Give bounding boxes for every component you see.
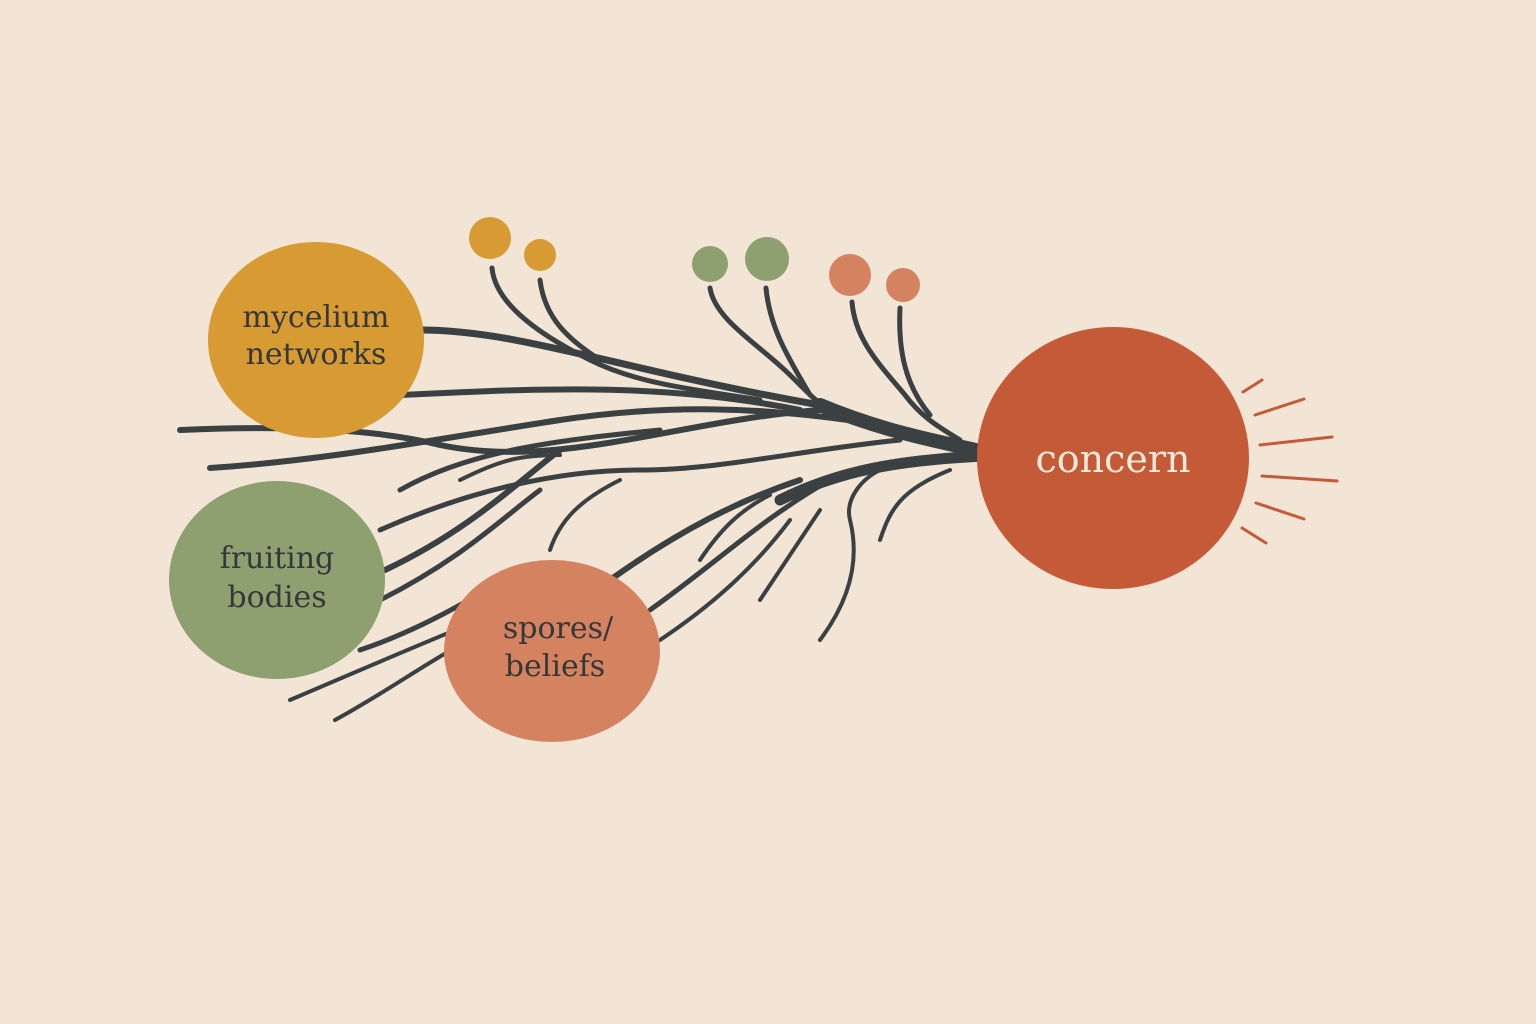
stalk-green-2 (763, 285, 813, 398)
strand-mid-2 (397, 427, 663, 493)
node-mycelium: mycelium networks (208, 242, 424, 438)
fruiting-label-line2: bodies (227, 580, 326, 615)
strand-mid (207, 406, 883, 471)
strand-right-low-2 (878, 468, 952, 542)
concern-label: concern (1035, 437, 1190, 481)
node-spores: spores/ beliefs (444, 560, 660, 742)
dot-yellow-large (469, 217, 511, 259)
strand-mid-short-2 (458, 453, 562, 482)
concern-rays (1240, 378, 1339, 545)
ray-2 (1253, 397, 1306, 417)
strand-spores-3 (658, 518, 792, 642)
strand-right-low (818, 468, 882, 642)
strand-top-2 (397, 386, 803, 413)
fruiting-dots (469, 217, 920, 302)
ray-3 (1258, 435, 1334, 447)
strand-spores-1 (607, 477, 803, 583)
spores-label-line1: spores/ (503, 611, 614, 646)
dot-red-large (829, 254, 871, 296)
node-fruiting: fruiting bodies (169, 481, 385, 679)
node-concern: concern (977, 327, 1249, 589)
strand-mid-short-4 (758, 508, 822, 602)
trunk-branch (813, 398, 992, 459)
spores-circle (444, 560, 660, 742)
strand-mid-3 (377, 437, 903, 533)
strand-low-1 (382, 447, 563, 573)
ray-5 (1254, 501, 1306, 521)
ray-4 (1260, 474, 1339, 483)
stalk-red-1 (849, 299, 963, 443)
strand-spores-2 (647, 477, 833, 613)
mycelium-label-line2: networks (246, 337, 387, 372)
strand-mid-short (548, 478, 622, 552)
mycelium-circle (208, 242, 424, 438)
strand-mid-short-3 (698, 493, 772, 562)
mycelium-label-line1: mycelium (243, 300, 390, 335)
stalk-red-2 (897, 305, 933, 418)
branch-network (177, 265, 992, 722)
ray-1 (1241, 378, 1264, 394)
fruiting-label-line1: fruiting (220, 541, 335, 576)
dot-yellow-small (524, 239, 556, 271)
fruiting-circle (169, 481, 385, 679)
trunk-branch-lower (774, 450, 991, 506)
dot-green-large (745, 237, 789, 281)
strand-low-2 (377, 487, 543, 603)
stalk-yellow-1 (489, 265, 763, 403)
spores-label-line2: beliefs (505, 649, 605, 684)
stalk-green-1 (707, 285, 833, 413)
stalk-yellow-2 (537, 277, 603, 363)
dot-red-small (886, 268, 920, 302)
concern-circle (977, 327, 1249, 589)
ray-6 (1240, 526, 1268, 545)
dot-green-small (692, 246, 728, 282)
